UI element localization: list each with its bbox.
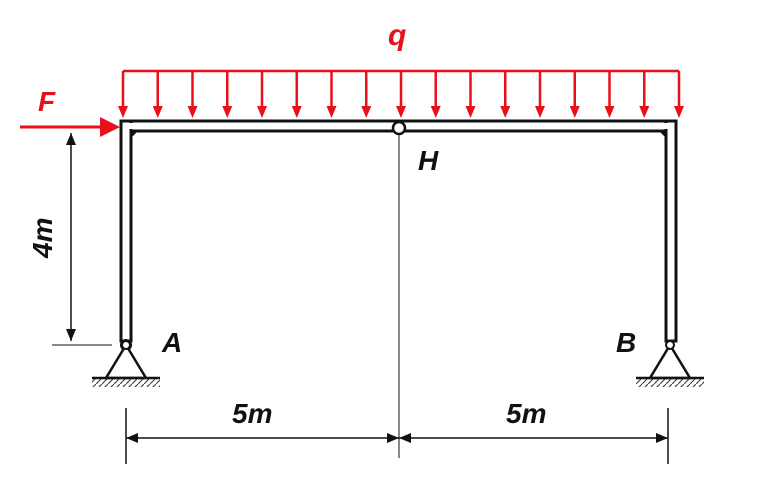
load-arrow-head [465,106,476,118]
pin-support-b [636,340,704,387]
label-h: H [418,145,439,176]
hinge-h [391,120,407,136]
load-arrow-head [430,106,441,118]
label-q: q [388,19,406,52]
load-arrow-head [291,106,302,118]
load-arrow-head [569,106,580,118]
load-arrow-head [604,106,615,118]
load-arrow-head [152,106,163,118]
load-arrow-head [326,106,337,118]
height-dimension [52,133,112,346]
load-arrow-head [396,106,406,118]
load-arrows [118,71,684,118]
force-arrow-f [20,117,120,137]
label-b: B [616,327,636,358]
load-arrow-head [535,106,545,118]
load-arrow-head [222,106,233,118]
distributed-load-q [118,69,684,118]
right-corner-fillet [659,131,666,138]
label-span-left: 5m [232,398,272,429]
pin-support-a [92,339,160,387]
span-dimension [125,408,669,464]
load-arrow-head [674,106,684,118]
load-arrow-head [639,106,650,118]
label-span-right: 5m [506,398,546,429]
label-a: A [161,327,182,358]
load-arrow-head [118,106,128,118]
label-f: F [38,86,56,117]
left-corner-fillet [131,131,138,138]
label-height: 4m [27,218,58,259]
load-arrow-head [361,106,372,118]
load-arrow-head [500,106,511,118]
load-arrow-head [187,106,198,118]
load-arrow-head [257,106,267,118]
